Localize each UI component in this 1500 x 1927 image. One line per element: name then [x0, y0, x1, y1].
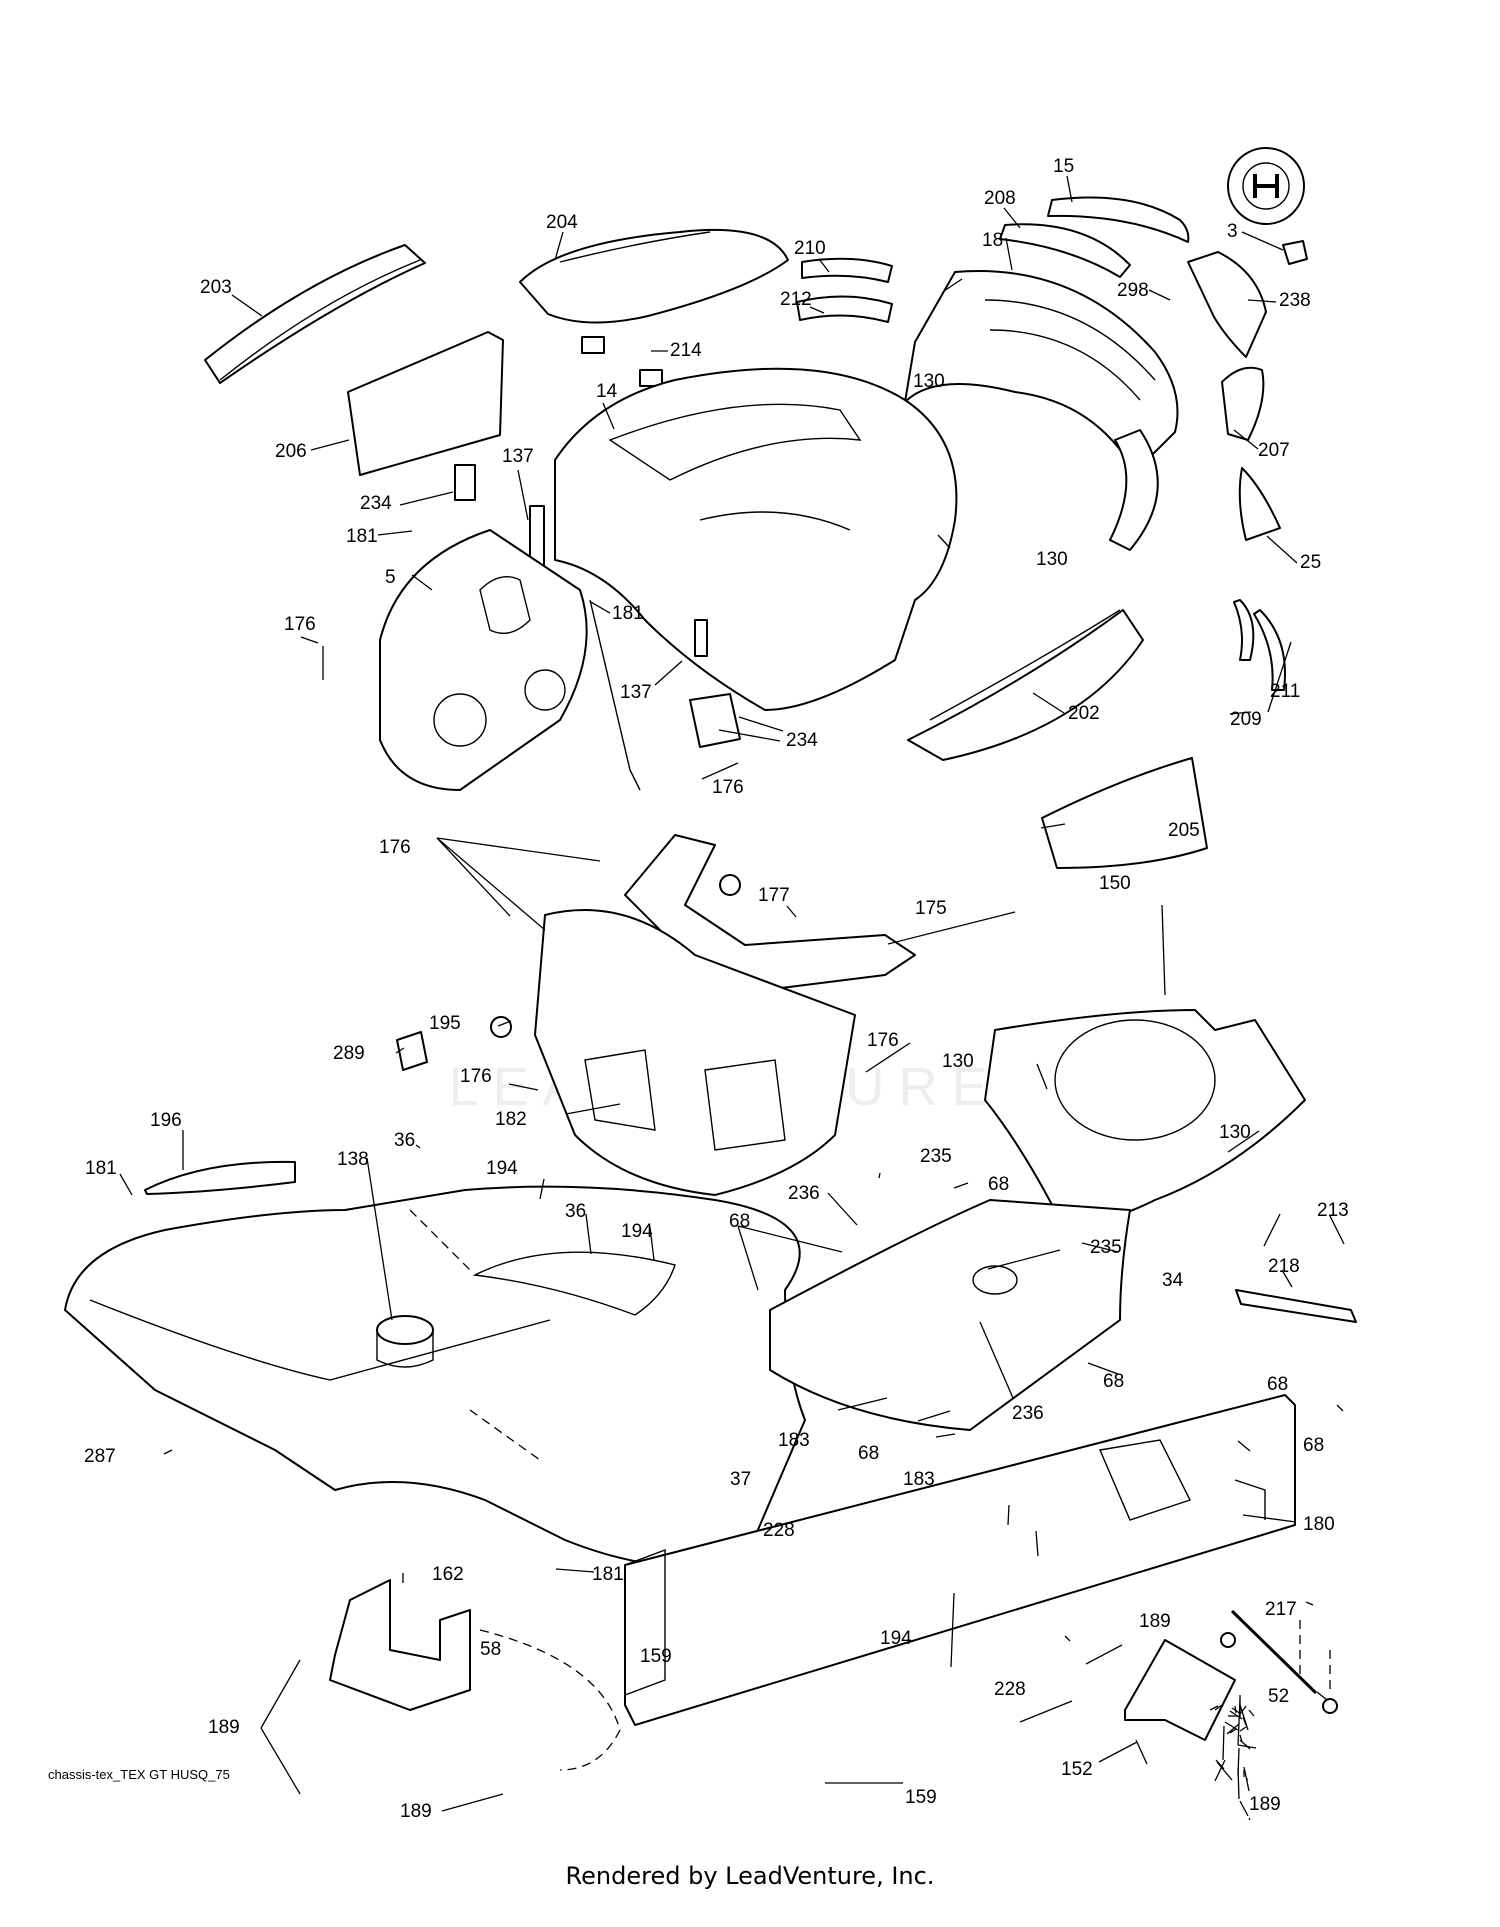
- callout-25[interactable]: 25: [1300, 552, 1321, 573]
- part-drawings: [64, 147, 1357, 1741]
- callout-203[interactable]: 203: [200, 277, 232, 298]
- callout-181[interactable]: 181: [592, 1564, 624, 1585]
- callout-207[interactable]: 207: [1258, 440, 1290, 461]
- callout-18[interactable]: 18: [982, 230, 1003, 251]
- callout-182[interactable]: 182: [495, 1109, 527, 1130]
- callout-205[interactable]: 205: [1168, 820, 1200, 841]
- callout-159[interactable]: 159: [640, 1646, 672, 1667]
- callout-130[interactable]: 130: [1219, 1122, 1251, 1143]
- callout-235[interactable]: 235: [920, 1146, 952, 1167]
- callout-298[interactable]: 298: [1117, 280, 1149, 301]
- callout-228[interactable]: 228: [763, 1520, 795, 1541]
- diagram-code: chassis-tex_TEX GT HUSQ_75: [48, 1767, 230, 1782]
- callout-195[interactable]: 195: [429, 1013, 461, 1034]
- callout-5[interactable]: 5: [385, 567, 396, 588]
- callout-152[interactable]: 152: [1061, 1759, 1093, 1780]
- callout-137[interactable]: 137: [620, 682, 652, 703]
- callout-214[interactable]: 214: [670, 340, 702, 361]
- callout-196[interactable]: 196: [150, 1110, 182, 1131]
- callout-218[interactable]: 218: [1268, 1256, 1300, 1277]
- callout-208[interactable]: 208: [984, 188, 1016, 209]
- callout-130[interactable]: 130: [942, 1051, 974, 1072]
- callout-234[interactable]: 234: [786, 730, 818, 751]
- callout-68[interactable]: 68: [858, 1443, 879, 1464]
- callout-52[interactable]: 52: [1268, 1686, 1289, 1707]
- husqvarna-logo-icon: [1227, 147, 1305, 225]
- dashed-guides: [409, 1209, 1331, 1771]
- callout-183[interactable]: 183: [778, 1430, 810, 1451]
- callout-176[interactable]: 176: [712, 777, 744, 798]
- callout-213[interactable]: 213: [1317, 1200, 1349, 1221]
- callout-68[interactable]: 68: [1267, 1374, 1288, 1395]
- callout-236[interactable]: 236: [788, 1183, 820, 1204]
- callout-34[interactable]: 34: [1162, 1270, 1184, 1291]
- callout-194[interactable]: 194: [486, 1158, 518, 1179]
- callout-36[interactable]: 36: [565, 1201, 586, 1222]
- callout-37[interactable]: 37: [730, 1469, 751, 1490]
- callout-68[interactable]: 68: [988, 1174, 1009, 1195]
- callout-206[interactable]: 206: [275, 441, 307, 462]
- callout-189[interactable]: 189: [1139, 1611, 1171, 1632]
- callout-228[interactable]: 228: [994, 1679, 1026, 1700]
- callout-234[interactable]: 234: [360, 493, 392, 514]
- callout-194[interactable]: 194: [880, 1628, 912, 1649]
- callout-68[interactable]: 68: [1303, 1435, 1324, 1456]
- callout-137[interactable]: 137: [502, 446, 534, 467]
- callout-36[interactable]: 36: [394, 1130, 415, 1151]
- callout-202[interactable]: 202: [1068, 703, 1100, 724]
- callout-189[interactable]: 189: [208, 1717, 240, 1738]
- leader-lines: [119, 175, 1345, 1821]
- callout-14[interactable]: 14: [596, 381, 618, 402]
- callout-3[interactable]: 3: [1227, 221, 1238, 242]
- callout-210[interactable]: 210: [794, 238, 826, 259]
- callout-159[interactable]: 159: [905, 1787, 937, 1808]
- callout-176[interactable]: 176: [460, 1066, 492, 1087]
- callout-189[interactable]: 189: [400, 1801, 432, 1822]
- callout-177[interactable]: 177: [758, 885, 790, 906]
- callouts: 15 208 3 204 210 18 212 298 238 203 214 …: [84, 156, 1349, 1822]
- callout-181[interactable]: 181: [346, 526, 378, 547]
- callout-130[interactable]: 130: [1036, 549, 1068, 570]
- callout-194[interactable]: 194: [621, 1221, 653, 1242]
- callout-287[interactable]: 287: [84, 1446, 116, 1467]
- callout-235[interactable]: 235: [1090, 1237, 1122, 1258]
- callout-211[interactable]: 211: [1270, 681, 1300, 702]
- callout-181[interactable]: 181: [612, 603, 644, 624]
- callout-162[interactable]: 162: [432, 1564, 464, 1585]
- callout-180[interactable]: 180: [1303, 1514, 1335, 1535]
- callout-15[interactable]: 15: [1053, 156, 1074, 177]
- callout-68[interactable]: 68: [729, 1211, 750, 1232]
- callout-130[interactable]: 130: [913, 371, 945, 392]
- callout-212[interactable]: 212: [780, 289, 812, 310]
- callout-68[interactable]: 68: [1103, 1371, 1124, 1392]
- callout-236[interactable]: 236: [1012, 1403, 1044, 1424]
- callout-217[interactable]: 217: [1265, 1599, 1297, 1620]
- callout-176[interactable]: 176: [867, 1030, 899, 1051]
- callout-181[interactable]: 181: [85, 1158, 117, 1179]
- callout-138[interactable]: 138: [337, 1149, 369, 1170]
- callout-204[interactable]: 204: [546, 212, 578, 233]
- footer-credit: Rendered by LeadVenture, Inc.: [565, 1862, 935, 1890]
- callout-238[interactable]: 238: [1279, 290, 1311, 311]
- callout-183[interactable]: 183: [903, 1469, 935, 1490]
- callout-175[interactable]: 175: [915, 898, 947, 919]
- callout-209[interactable]: 209: [1230, 709, 1262, 730]
- callout-176[interactable]: 176: [284, 614, 316, 635]
- callout-150[interactable]: 150: [1099, 873, 1131, 894]
- callout-289[interactable]: 289: [333, 1043, 365, 1064]
- callout-58[interactable]: 58: [480, 1639, 501, 1660]
- callout-176[interactable]: 176: [379, 837, 411, 858]
- callout-189[interactable]: 189: [1249, 1794, 1281, 1815]
